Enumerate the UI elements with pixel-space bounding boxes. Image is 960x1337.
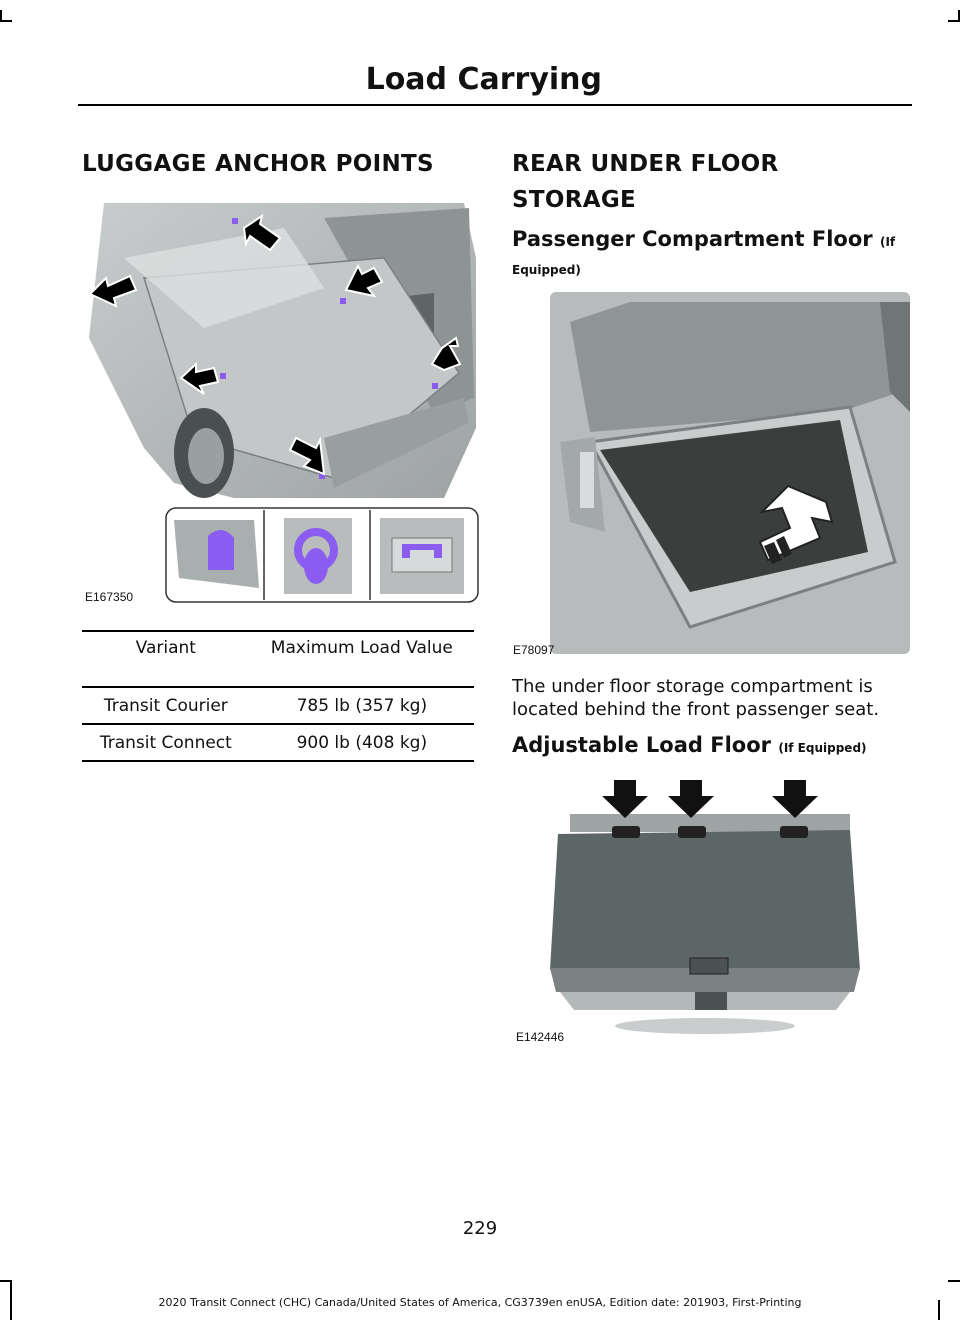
section-heading-anchor-points: LUGGAGE ANCHOR POINTS <box>82 151 434 177</box>
subheading-text: Adjustable Load Floor <box>512 733 772 757</box>
header-divider <box>78 104 912 106</box>
load-capacity-table: Variant Maximum Load Value Transit Couri… <box>82 630 474 762</box>
crop-mark <box>938 1300 940 1320</box>
table-row: Transit Courier 785 lb (357 kg) <box>82 687 474 724</box>
subheading-passenger-floor: Passenger Compartment Floor (If <box>512 222 895 259</box>
table-header-row: Variant Maximum Load Value <box>82 631 474 687</box>
crop-mark <box>958 10 960 22</box>
subheading-note-line: Equipped) <box>512 250 581 287</box>
subheading-note: (If <box>879 235 896 249</box>
page-header-title: Load Carrying <box>365 62 602 97</box>
crop-mark <box>948 20 960 22</box>
table-header-max-load: Maximum Load Value <box>270 638 453 658</box>
subheading-adjustable-floor: Adjustable Load Floor (If Equipped) <box>512 728 867 765</box>
table-cell-load: 785 lb (357 kg) <box>296 695 428 716</box>
crop-mark <box>0 10 2 22</box>
crop-mark <box>948 1280 960 1282</box>
luggage-anchor-illustration <box>84 198 480 603</box>
heading-line: REAR UNDER FLOOR <box>512 151 779 177</box>
crop-mark <box>0 20 12 22</box>
subheading-note: (If Equipped) <box>778 741 867 755</box>
crop-mark <box>10 1280 12 1320</box>
table-cell-variant: Transit Courier <box>103 695 228 716</box>
storage-location-paragraph: The under floor storage compartment is l… <box>512 676 880 720</box>
heading-line: STORAGE <box>512 187 637 213</box>
figure-code-e78097: E78097 <box>513 643 555 657</box>
table-cell-load: 900 lb (408 kg) <box>296 732 428 753</box>
page-footer: 2020 Transit Connect (CHC) Canada/United… <box>158 1296 802 1309</box>
table-cell-variant: Transit Connect <box>99 732 232 753</box>
page-number: 229 <box>462 1218 498 1239</box>
subheading-note: Equipped) <box>512 263 581 277</box>
passenger-floor-storage-illustration <box>550 292 910 654</box>
table-header-variant: Variant <box>135 638 196 658</box>
figure-code-e167350: E167350 <box>85 590 134 604</box>
subheading-text: Passenger Compartment Floor <box>512 227 873 251</box>
table-row: Transit Connect 900 lb (408 kg) <box>82 724 474 761</box>
adjustable-load-floor-illustration <box>550 780 860 1034</box>
crop-mark <box>0 1280 12 1282</box>
section-heading-under-floor: REAR UNDER FLOOR STORAGE <box>512 146 779 218</box>
figure-code-e142446: E142446 <box>516 1030 565 1044</box>
